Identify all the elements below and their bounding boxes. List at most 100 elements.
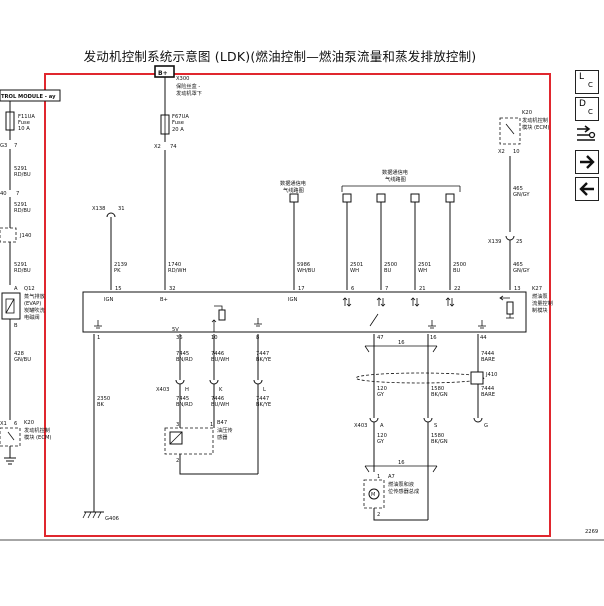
svg-text:2139: 2139 [114,262,127,268]
svg-text:L: L [263,387,266,393]
svg-text:16: 16 [430,335,437,341]
svg-text:G406: G406 [105,516,119,522]
svg-text:2500: 2500 [453,262,466,268]
left-module-box [0,89,61,102]
svg-text:1580: 1580 [431,433,444,439]
svg-text:A: A [380,423,384,429]
svg-text:GN/BU: GN/BU [14,357,31,363]
svg-text:WH: WH [418,268,427,274]
svg-text:BK/GN: BK/GN [431,439,448,445]
svg-text:BU: BU [453,268,461,274]
svg-text:2501: 2501 [350,262,363,268]
svg-text:K: K [219,387,223,393]
location-icon: L [579,72,585,82]
svg-text:465: 465 [513,186,523,192]
svg-text:PK: PK [114,268,121,274]
svg-text:7: 7 [16,191,19,197]
svg-text:G: G [484,423,488,429]
svg-text:6: 6 [351,286,354,292]
svg-text:36: 36 [176,335,183,341]
svg-text:16: 16 [398,340,405,346]
svg-text:2: 2 [377,512,380,518]
svg-text:M: M [371,492,375,498]
svg-text:7445: 7445 [176,396,189,402]
page-ref: 2269 [585,529,598,535]
svg-text:燃油泵和液: 燃油泵和液 [388,480,414,488]
svg-text:5291: 5291 [14,166,27,172]
svg-text:120: 120 [377,386,387,392]
svg-text:GN/GY: GN/GY [513,268,530,274]
svg-text:44: 44 [480,335,487,341]
svg-text:S: S [434,423,437,429]
svg-text:7: 7 [385,286,388,292]
svg-text:IGN: IGN [104,297,114,303]
svg-text:74: 74 [170,144,177,150]
svg-text:7: 7 [14,143,17,149]
nav-description-button[interactable]: D C [575,97,599,121]
svg-text:X403: X403 [156,387,169,393]
svg-text:B: B [14,323,18,329]
nav-forward-button[interactable] [575,150,599,174]
svg-text:发动机控制: 发动机控制 [522,116,548,124]
svg-text:K20: K20 [522,110,532,116]
svg-text:RD/BU: RD/BU [14,208,31,214]
svg-text:B+: B+ [158,70,168,77]
svg-text:21: 21 [419,286,426,292]
svg-text:模块 (ECM): 模块 (ECM) [522,123,549,131]
k27-bottom-pin-numbers: 1 36 10 8 47 16 44 [97,335,487,341]
svg-text:G3: G3 [0,143,7,149]
svg-text:流量控制: 流量控制 [532,299,553,307]
svg-text:10 A: 10 A [18,126,30,132]
svg-text:16: 16 [398,460,405,466]
svg-text:32: 32 [169,286,176,292]
svg-text:GY: GY [377,439,385,445]
nav-location-button[interactable]: L C [575,70,599,94]
svg-text:气线路图: 气线路图 [283,186,304,194]
svg-text:X403: X403 [354,423,367,429]
svg-text:5291: 5291 [14,262,27,268]
svg-text:31: 31 [118,206,125,212]
svg-text:1: 1 [97,335,100,341]
svg-text:数据通信电: 数据通信电 [280,179,306,187]
svg-text:BK/YE: BK/YE [256,402,271,408]
svg-text:WH: WH [350,268,359,274]
connector-icon [577,125,596,141]
svg-text:25: 25 [516,239,523,245]
svg-text:22: 22 [454,286,461,292]
svg-text:H: H [185,387,189,393]
svg-text:BU: BU [384,268,392,274]
svg-text:GY: GY [377,392,385,398]
svg-text:10: 10 [513,149,520,155]
evap-solenoid-q12 [1,292,21,320]
svg-text:5986: 5986 [297,262,310,268]
svg-text:B+: B+ [160,297,168,303]
svg-text:7444: 7444 [481,351,495,357]
svg-text:RD/WH: RD/WH [168,268,186,274]
svg-text:BN/RD: BN/RD [176,357,193,363]
svg-text:X2: X2 [498,149,505,155]
svg-text:2500: 2500 [384,262,397,268]
nav-connector-button[interactable] [575,124,597,144]
svg-text:感器: 感器 [217,433,228,441]
nav-back-button[interactable] [575,177,599,201]
svg-text:数据通信电: 数据通信电 [382,168,408,176]
svg-text:X2: X2 [154,144,161,150]
svg-text:X300: X300 [176,76,189,82]
svg-text:5291: 5291 [14,202,27,208]
svg-text:40: 40 [0,191,7,197]
svg-text:2: 2 [176,458,179,464]
svg-text:RD/BU: RD/BU [14,268,31,274]
svg-text:X1: X1 [0,421,7,427]
arrow-left-icon [579,182,594,196]
svg-text:RD/BU: RD/BU [14,172,31,178]
svg-text:J410: J410 [485,372,497,378]
page-title: 发动机控制系统示意图 (LDK)(燃油控制—燃油泵流量和蒸发排放控制) [83,49,477,64]
svg-text:电磁阀: 电磁阀 [24,313,40,321]
svg-text:17: 17 [298,286,305,292]
svg-text:Fuse: Fuse [18,120,30,126]
svg-text:J140: J140 [19,233,31,239]
svg-text:燃油泵: 燃油泵 [532,292,548,300]
svg-text:X138: X138 [92,206,105,212]
svg-text:7447: 7447 [256,351,269,357]
svg-text:3: 3 [176,422,179,428]
